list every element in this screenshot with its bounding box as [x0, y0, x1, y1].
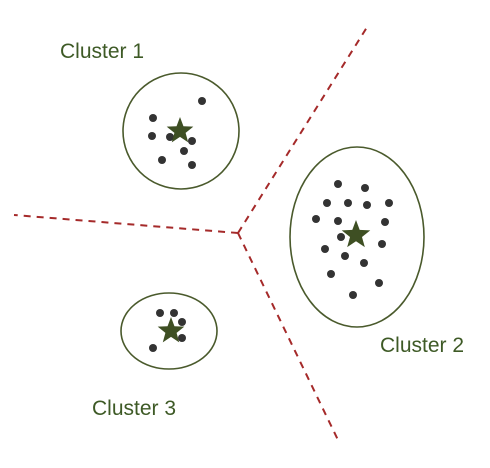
cluster-3: Cluster 3: [92, 292, 218, 420]
cluster-1-points: [148, 97, 206, 169]
data-point: [321, 245, 329, 253]
data-point: [188, 161, 196, 169]
data-point: [334, 180, 342, 188]
data-point: [180, 147, 188, 155]
data-point: [312, 215, 320, 223]
cluster-2: Cluster 2: [289, 146, 464, 357]
data-point: [378, 240, 386, 248]
data-point: [323, 199, 331, 207]
data-point: [381, 218, 389, 226]
data-point: [178, 334, 186, 342]
boundary-line-lower: [237, 232, 339, 441]
data-point: [337, 233, 345, 241]
data-point: [349, 291, 357, 299]
data-point: [156, 309, 164, 317]
cluster-1-label: Cluster 1: [60, 40, 144, 63]
cluster-3-points: [149, 309, 186, 352]
data-point: [341, 252, 349, 260]
data-point: [188, 137, 196, 145]
data-point: [178, 318, 186, 326]
decision-boundaries: [13, 23, 370, 441]
data-point: [198, 97, 206, 105]
data-point: [385, 199, 393, 207]
star-icon: [166, 117, 194, 143]
cluster-2-boundary: [289, 146, 425, 328]
cluster-3-label: Cluster 3: [92, 397, 176, 420]
data-point: [170, 309, 178, 317]
cluster-2-label: Cluster 2: [380, 334, 464, 357]
cluster-2-points: [312, 180, 393, 299]
boundary-line-upper: [237, 23, 370, 234]
cluster-3-boundary: [120, 292, 218, 370]
data-point: [375, 279, 383, 287]
data-point: [327, 270, 335, 278]
data-point: [148, 132, 156, 140]
data-point: [363, 201, 371, 209]
data-point: [334, 217, 342, 225]
star-icon: [341, 220, 371, 248]
data-point: [149, 344, 157, 352]
data-point: [166, 133, 174, 141]
data-point: [361, 184, 369, 192]
data-point: [344, 199, 352, 207]
data-point: [149, 114, 157, 122]
star-icon: [157, 317, 185, 343]
boundary-line-left: [13, 214, 239, 234]
cluster-1: Cluster 1: [60, 40, 240, 190]
data-point: [360, 259, 368, 267]
cluster-1-boundary: [122, 72, 240, 190]
data-point: [158, 156, 166, 164]
